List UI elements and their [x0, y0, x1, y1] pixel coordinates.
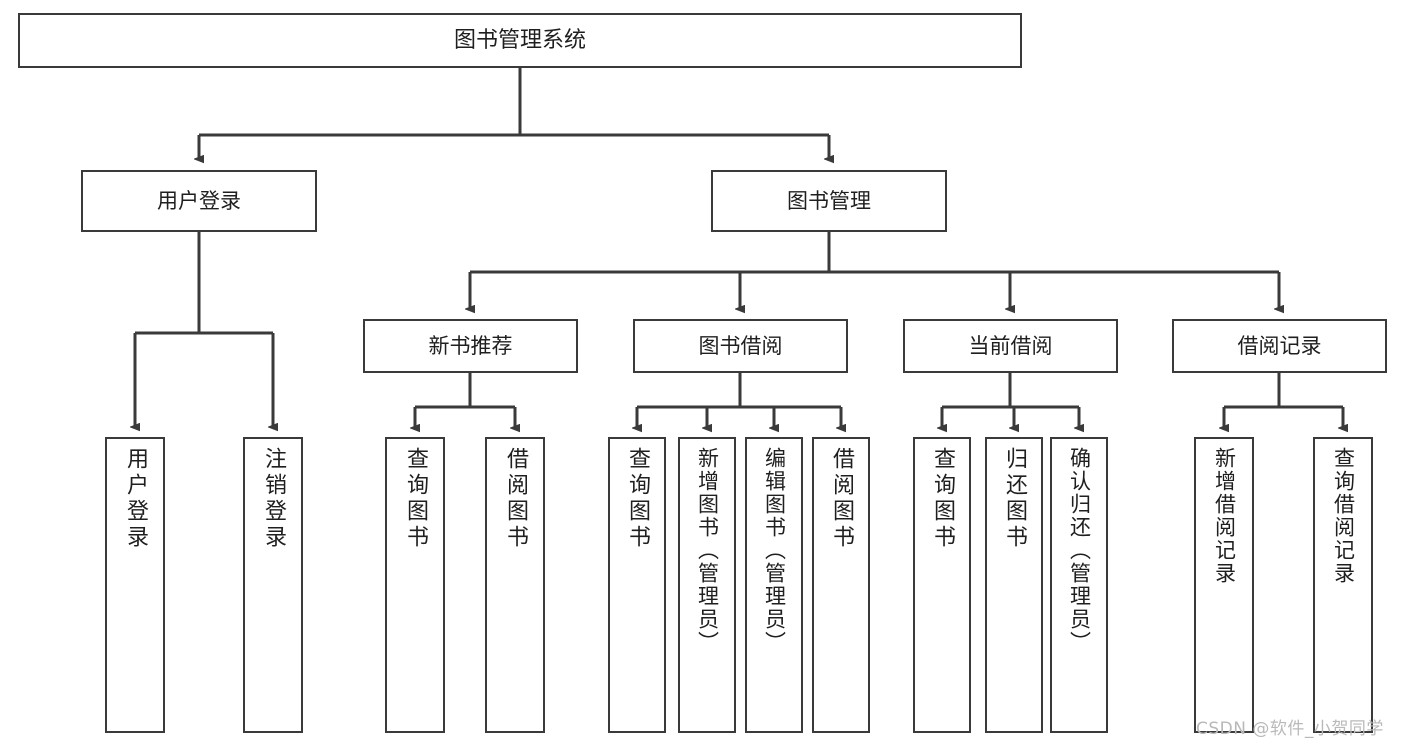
node-leaf-query-book-1[interactable]: 查询图书	[385, 437, 445, 733]
node-root-system[interactable]: 图书管理系统	[18, 13, 1022, 68]
node-book-borrow[interactable]: 图书借阅	[633, 319, 848, 373]
node-current-borrow[interactable]: 当前借阅	[903, 319, 1118, 373]
node-leaf-query-book-2[interactable]: 查询图书	[608, 437, 666, 733]
node-leaf-add-book-admin[interactable]: 新增图书（管理员）	[678, 437, 736, 733]
node-leaf-borrow-book-2[interactable]: 借阅图书	[812, 437, 870, 733]
node-label: 用户登录	[157, 188, 241, 213]
node-leaf-confirm-return-admin[interactable]: 确认归还（管理员）	[1050, 437, 1108, 733]
node-label: 图书管理	[787, 188, 871, 213]
node-label: 图书管理系统	[453, 27, 586, 53]
node-label: 新增借阅记录	[1212, 447, 1237, 585]
node-label: 查询借阅记录	[1331, 447, 1356, 585]
node-user-login[interactable]: 用户登录	[81, 170, 317, 232]
node-leaf-borrow-book-1[interactable]: 借阅图书	[485, 437, 545, 733]
node-label: 注销登录	[261, 447, 286, 551]
node-label: 借阅图书	[829, 447, 854, 551]
node-label: 确认归还（管理员）	[1067, 447, 1092, 654]
node-label: 新增图书（管理员）	[695, 447, 720, 654]
node-label: 借阅图书	[503, 447, 528, 551]
node-leaf-query-borrow-record[interactable]: 查询借阅记录	[1313, 437, 1373, 733]
node-label: 当前借阅	[968, 333, 1053, 358]
node-label: 编辑图书（管理员）	[762, 447, 787, 654]
node-label: 查询图书	[625, 447, 650, 551]
node-label: 查询图书	[930, 447, 955, 551]
node-leaf-edit-book-admin[interactable]: 编辑图书（管理员）	[745, 437, 803, 733]
node-label: 新书推荐	[428, 333, 513, 358]
node-label: 借阅记录	[1237, 333, 1322, 358]
node-new-book-recommend[interactable]: 新书推荐	[363, 319, 578, 373]
node-leaf-add-borrow-record[interactable]: 新增借阅记录	[1194, 437, 1254, 733]
node-label: 查询图书	[403, 447, 428, 551]
node-leaf-query-book-3[interactable]: 查询图书	[913, 437, 971, 733]
node-borrow-record[interactable]: 借阅记录	[1172, 319, 1387, 373]
node-label: 图书借阅	[698, 333, 783, 358]
csdn-watermark: CSDN @软件_小贺同学	[1196, 719, 1384, 739]
node-leaf-logout-login[interactable]: 注销登录	[243, 437, 303, 733]
node-leaf-user-login[interactable]: 用户登录	[105, 437, 165, 733]
node-book-manage[interactable]: 图书管理	[711, 170, 947, 232]
node-label: 用户登录	[123, 447, 148, 551]
node-label: 归还图书	[1002, 447, 1027, 551]
node-leaf-return-book[interactable]: 归还图书	[985, 437, 1043, 733]
